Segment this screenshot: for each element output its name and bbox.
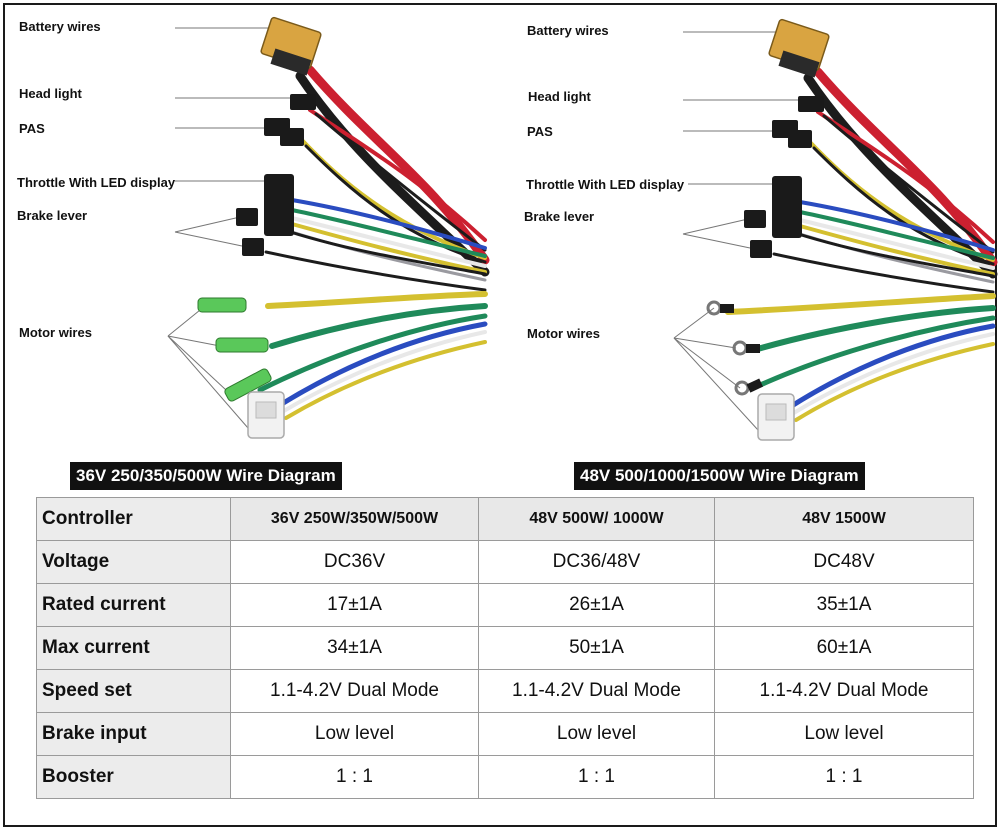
label-head-light: Head light <box>19 86 82 101</box>
table-cell: 35±1A <box>714 583 974 627</box>
table-cell: 1 : 1 <box>230 755 479 799</box>
label-battery-wires: Battery wires <box>527 23 609 38</box>
table-cell: 1.1-4.2V Dual Mode <box>478 669 715 713</box>
header-48v-1500w: 48V 1500W <box>714 497 974 541</box>
table-cell: Low level <box>230 712 479 756</box>
table-cell: 17±1A <box>230 583 479 627</box>
table-cell: 1 : 1 <box>714 755 974 799</box>
table-row-speed-set: Speed set 1.1-4.2V Dual Mode 1.1-4.2V Du… <box>36 669 974 713</box>
motor-bullet-connector-icon <box>197 297 272 402</box>
row-label: Rated current <box>36 583 231 627</box>
leader-lines <box>167 27 290 429</box>
controller-spec-table: Controller 36V 250W/350W/500W 48V 500W/ … <box>36 497 974 799</box>
table-cell: 1.1-4.2V Dual Mode <box>714 669 974 713</box>
row-label: Max current <box>36 626 231 670</box>
label-brake-lever: Brake lever <box>524 209 595 224</box>
table-cell: DC36V <box>230 540 479 584</box>
table-cell: 34±1A <box>230 626 479 670</box>
wire-bundle <box>725 67 998 422</box>
motor-ring-terminal-icon <box>706 300 764 396</box>
caption-48v-diagram: 48V 500/1000/1500W Wire Diagram <box>574 462 865 490</box>
wiring-harness-48v <box>673 18 998 441</box>
label-motor-wires: Motor wires <box>527 326 600 341</box>
throttle-connector-icon <box>772 176 802 238</box>
header-36v-250-350-500w: 36V 250W/350W/500W <box>230 497 479 541</box>
battery-connector-icon <box>260 16 322 76</box>
label-brake-lever: Brake lever <box>17 208 88 223</box>
leader-lines <box>673 31 798 431</box>
header-48v-500-1000w: 48V 500W/ 1000W <box>478 497 715 541</box>
wire-diagram-36v: Battery wires Head light PAS Throttle Wi… <box>10 10 490 450</box>
table-header-row: Controller 36V 250W/350W/500W 48V 500W/ … <box>36 497 974 541</box>
label-motor-wires: Motor wires <box>19 325 92 340</box>
row-label: Booster <box>36 755 231 799</box>
table-row-rated-current: Rated current 17±1A 26±1A 35±1A <box>36 583 974 627</box>
headlight-connector-icon <box>290 94 316 110</box>
label-pas: PAS <box>19 121 45 136</box>
battery-connector-icon <box>768 18 830 78</box>
hall-sensor-connector-icon <box>757 393 795 441</box>
image-frame <box>3 3 997 827</box>
wire-bundle <box>257 65 490 420</box>
table-cell: DC36/48V <box>478 540 715 584</box>
table-cell: Low level <box>478 712 715 756</box>
caption-36v-diagram: 36V 250/350/500W Wire Diagram <box>70 462 342 490</box>
table-cell: 1 : 1 <box>478 755 715 799</box>
header-controller: Controller <box>36 497 231 541</box>
row-label: Brake input <box>36 712 231 756</box>
table-cell: 26±1A <box>478 583 715 627</box>
table-cell: 60±1A <box>714 626 974 670</box>
headlight-connector-icon <box>798 96 824 112</box>
label-throttle: Throttle With LED display <box>526 177 685 192</box>
table-cell: Low level <box>714 712 974 756</box>
wire-diagram-48v: Battery wires Head light PAS Throttle Wi… <box>518 10 998 450</box>
table-row-booster: Booster 1 : 1 1 : 1 1 : 1 <box>36 755 974 799</box>
throttle-connector-icon <box>264 174 294 236</box>
label-pas: PAS <box>527 124 553 139</box>
label-head-light: Head light <box>528 89 591 104</box>
table-row-max-current: Max current 34±1A 50±1A 60±1A <box>36 626 974 670</box>
label-battery-wires: Battery wires <box>19 19 101 34</box>
row-label: Voltage <box>36 540 231 584</box>
brake-connector-icon <box>744 210 772 258</box>
table-cell: DC48V <box>714 540 974 584</box>
table-row-brake-input: Brake input Low level Low level Low leve… <box>36 712 974 756</box>
pas-connector-icon <box>772 120 812 148</box>
pas-connector-icon <box>264 118 304 146</box>
wiring-harness-36v <box>167 16 490 439</box>
row-label: Speed set <box>36 669 231 713</box>
label-throttle: Throttle With LED display <box>17 175 176 190</box>
hall-sensor-connector-icon <box>247 391 285 439</box>
table-row-voltage: Voltage DC36V DC36/48V DC48V <box>36 540 974 584</box>
table-cell: 1.1-4.2V Dual Mode <box>230 669 479 713</box>
brake-connector-icon <box>236 208 264 256</box>
table-cell: 50±1A <box>478 626 715 670</box>
